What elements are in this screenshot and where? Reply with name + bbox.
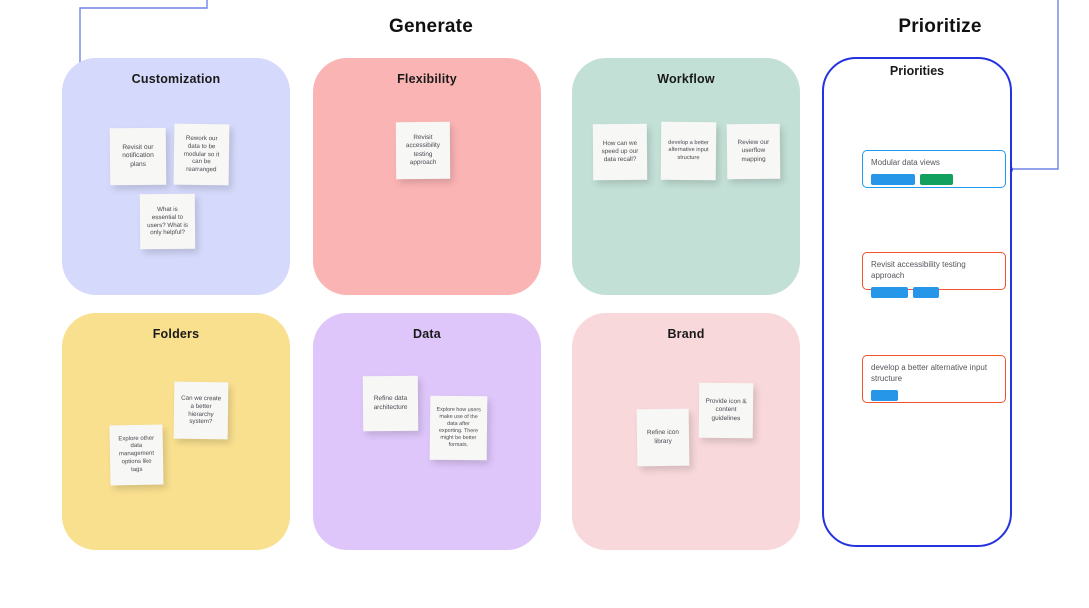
sticky-note[interactable]: Review our userflow mapping — [726, 123, 781, 180]
sticky-note[interactable]: Can we create a better hierarchy system? — [173, 381, 229, 440]
sticky-note[interactable]: develop a better alternative input struc… — [660, 121, 717, 181]
panel-title-brand: Brand — [667, 327, 705, 341]
sticky-note-text: Review our userflow mapping — [737, 139, 770, 163]
phase-title-prioritize: Prioritize — [898, 16, 982, 37]
priority-card-title: Revisit accessibility testing approach — [871, 260, 966, 280]
sticky-note-text: What is essential to users? What is only… — [147, 205, 189, 237]
sticky-note[interactable]: Rework our data to be modular so it can … — [173, 123, 230, 186]
panel-title-customization: Customization — [131, 72, 221, 86]
phase-title-generate: Generate — [389, 16, 473, 37]
tag-chip[interactable] — [920, 173, 953, 185]
sticky-note[interactable]: Provide icon & content guidelines — [698, 382, 754, 439]
priority-card-tags — [871, 173, 997, 185]
sticky-note[interactable]: What is essential to users? What is only… — [139, 193, 196, 250]
sticky-note[interactable]: Revisit accessibility testing approach — [395, 121, 451, 180]
sticky-note[interactable]: Explore how users make use of the data a… — [429, 395, 488, 461]
sticky-note-text: Refine icon library — [646, 429, 679, 445]
panel-title-flexibility: Flexibility — [397, 72, 457, 86]
prioritize-frame[interactable] — [822, 57, 1012, 547]
priority-card-tags — [871, 286, 997, 298]
sticky-note-text: Revisit accessibility testing approach — [405, 134, 441, 166]
sticky-note[interactable]: Refine icon library — [636, 408, 690, 467]
sticky-note[interactable]: Explore other data management options li… — [109, 424, 164, 486]
panel-title-folders: Folders — [152, 327, 200, 341]
priority-card-title: Modular data views — [871, 158, 940, 167]
tag-chip[interactable] — [871, 173, 915, 185]
sticky-note-text: Refine data architecture — [373, 395, 408, 411]
panel-title-workflow: Workflow — [657, 72, 715, 86]
panel-data[interactable]: Data — [313, 313, 541, 550]
tag-chip[interactable] — [871, 389, 898, 401]
priority-card[interactable]: Modular data views — [862, 150, 1006, 188]
sticky-note[interactable]: How can we speed up our data recall? — [592, 123, 648, 181]
priority-card-tags — [871, 389, 997, 401]
sticky-note-text: Explore how users make use of the data a… — [436, 407, 481, 448]
tag-chip[interactable] — [913, 286, 939, 298]
sticky-note-text: How can we speed up our data recall? — [601, 139, 639, 164]
sticky-note-text: develop a better alternative input struc… — [668, 139, 709, 161]
priority-card[interactable]: Revisit accessibility testing approach — [862, 252, 1006, 298]
priorities-panel-title: Priorities — [889, 64, 945, 78]
sticky-note-text: Can we create a better hierarchy system? — [181, 394, 222, 426]
sticky-note-text: Rework our data to be modular so it can … — [183, 134, 220, 174]
panel-title-data: Data — [413, 327, 441, 341]
sticky-note[interactable]: Revisit our notification plans — [109, 127, 167, 186]
sticky-note-text: Revisit our notification plans — [122, 143, 154, 168]
priority-card[interactable]: develop a better alternative input struc… — [862, 355, 1006, 403]
tag-chip[interactable] — [871, 286, 908, 298]
sticky-note-text: Explore other data management options li… — [118, 435, 155, 473]
priority-card-title: develop a better alternative input struc… — [871, 363, 988, 383]
sticky-note[interactable]: Refine data architecture — [362, 375, 419, 432]
sticky-note-text: Provide icon & content guidelines — [705, 398, 747, 422]
